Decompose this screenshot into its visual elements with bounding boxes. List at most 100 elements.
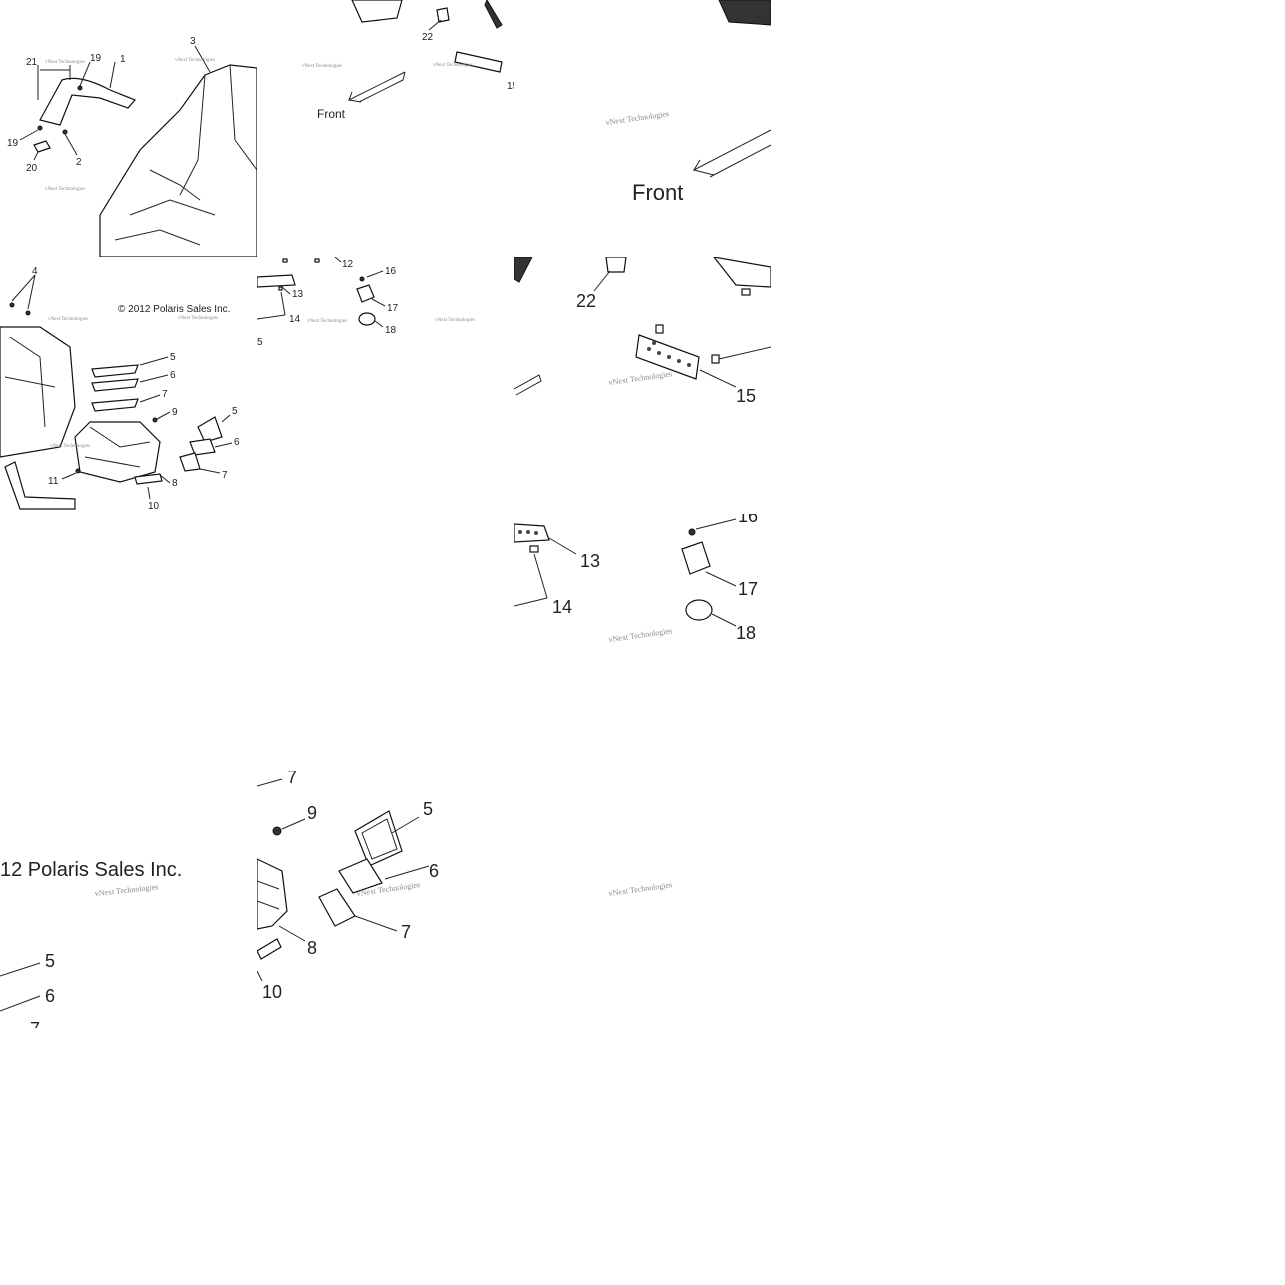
- callout-17: 17: [738, 579, 758, 599]
- callout-22: 22: [422, 32, 434, 43]
- callout-6-right: 6: [234, 437, 240, 448]
- watermark: vNext Technologies: [175, 58, 215, 63]
- air-duct-part: [39, 77, 137, 126]
- watermark: vNext Technologies: [307, 319, 347, 324]
- callout-6: 6: [429, 861, 439, 881]
- filter-element-part: [91, 378, 139, 392]
- airbox-cover-part: [354, 810, 403, 867]
- hood-part: [99, 64, 257, 257]
- front-label: Front: [317, 107, 346, 121]
- seal-strip-part: [134, 473, 163, 485]
- watermark: vNext Technologies: [50, 444, 90, 449]
- zoom-tile-empty: vNext Technologies: [514, 771, 771, 1028]
- filter-frame-part: [91, 364, 139, 378]
- callout-7: 7: [162, 389, 168, 400]
- callout-22: 22: [576, 291, 596, 311]
- callout-7-right: 7: [222, 470, 228, 481]
- callout-19-bottom: 19: [7, 138, 19, 149]
- callout-9: 9: [307, 803, 317, 823]
- watermark: vNext Technologies: [608, 880, 673, 898]
- zoom-tile-airbox: 7 9 5 6 7 8 10 vNext Technologies: [257, 771, 514, 1028]
- callout-7-cropped: 7: [287, 771, 297, 787]
- watermark: vNext Technologies: [48, 317, 88, 322]
- seal-strip-part: [257, 938, 282, 960]
- zoom-tile-13-18: 13 14 16 17 18 vNext Technologies: [514, 514, 771, 771]
- callout-2: 2: [76, 157, 82, 168]
- side-panel-part: [351, 0, 403, 23]
- callout-21: 21: [26, 57, 38, 68]
- watermark: vNext Technologies: [433, 63, 473, 68]
- airbox-part: [257, 858, 288, 930]
- watermark: vNext Technologies: [302, 64, 342, 69]
- callout-5: 5: [423, 799, 433, 819]
- latch-part: [605, 257, 627, 273]
- watermark: vNext Technologies: [605, 109, 670, 127]
- filter-element-part: [338, 858, 383, 894]
- callout-20: 20: [26, 163, 38, 174]
- callout-5: 5: [45, 951, 55, 971]
- callout-18: 18: [736, 623, 756, 643]
- callout-17: 17: [387, 303, 399, 314]
- grille-part-lower: [4, 461, 76, 510]
- callout-12: 12: [342, 259, 354, 270]
- callout-3: 3: [190, 36, 196, 47]
- callout-8: 8: [172, 478, 178, 489]
- callout-5-cropped: 5: [257, 337, 263, 348]
- front-arrow: [348, 71, 406, 103]
- watermark: vNext Technologies: [45, 60, 85, 65]
- bracket-part: [681, 541, 711, 575]
- callout-14: 14: [552, 597, 572, 617]
- zoom-tile-copyright: 12 Polaris Sales Inc. vNext Technologies…: [0, 771, 257, 1028]
- overview-tile-top-left: 1 19 21 19 20 2 3 vNext Technologies vNe…: [0, 0, 257, 257]
- callout-4: 4: [32, 266, 38, 277]
- o-ring-part: [685, 599, 713, 621]
- callout-1: 1: [120, 54, 126, 65]
- callout-13: 13: [580, 551, 600, 571]
- callout-5: 5: [170, 352, 176, 363]
- callout-7-cropped: 7: [30, 1019, 40, 1028]
- copyright-large: 12 Polaris Sales Inc.: [0, 859, 182, 881]
- front-label-large: Front: [632, 180, 683, 205]
- airbox-part: [74, 421, 161, 483]
- callout-13: 13: [292, 289, 304, 300]
- filter-screen-part: [318, 888, 356, 927]
- zoom-tile-22-15: 22 15 vNext Technologies: [514, 257, 771, 514]
- callout-16: 16: [385, 266, 397, 277]
- watermark: vNext Technologies: [94, 882, 159, 898]
- callout-16: 16: [738, 514, 758, 526]
- callout-10: 10: [262, 982, 282, 1002]
- latch-part: [436, 7, 450, 23]
- copyright: © 2012 Polaris Sales Inc.: [118, 304, 230, 315]
- overview-tile-middle-left: 4 © 2012 Polaris Sales Inc. 5 6 7 9 5 6 …: [0, 257, 257, 514]
- callout-15-cropped: 15: [507, 81, 514, 92]
- filter-screen-part: [91, 398, 139, 412]
- callout-15: 15: [736, 386, 756, 406]
- watermark: vNext Technologies: [608, 626, 673, 644]
- callout-18: 18: [385, 325, 397, 336]
- grille-part: [514, 523, 550, 543]
- grille-part: [257, 274, 296, 288]
- callout-6: 6: [170, 370, 176, 381]
- overview-tile-top-middle: 22 Front 15 vNext Technologies vNext Tec…: [257, 0, 514, 257]
- callout-5-right: 5: [232, 406, 238, 417]
- callout-19-top: 19: [90, 53, 102, 64]
- callout-8: 8: [307, 938, 317, 958]
- o-ring-part: [358, 312, 376, 326]
- watermark: vNext Technologies: [435, 318, 475, 323]
- callout-6: 6: [45, 986, 55, 1006]
- callout-14: 14: [289, 314, 301, 325]
- body-panel-part: [0, 326, 76, 458]
- grille-part-top: [713, 257, 771, 288]
- zoom-tile-front: Front vNext Technologies: [514, 0, 771, 257]
- airbox-cover-part: [197, 416, 223, 443]
- watermark: vNext Technologies: [45, 187, 85, 192]
- bracket-part: [356, 284, 375, 303]
- callout-9: 9: [172, 407, 178, 418]
- callout-7: 7: [401, 922, 411, 942]
- watermark: vNext Technologies: [608, 369, 673, 387]
- gasket-part: [33, 140, 51, 153]
- callout-11: 11: [48, 476, 59, 487]
- callout-10: 10: [148, 501, 160, 512]
- grille-part: [454, 51, 503, 73]
- overview-tile-middle: 12 13 14 5 16 17 18 vNext Technologies v…: [257, 257, 514, 514]
